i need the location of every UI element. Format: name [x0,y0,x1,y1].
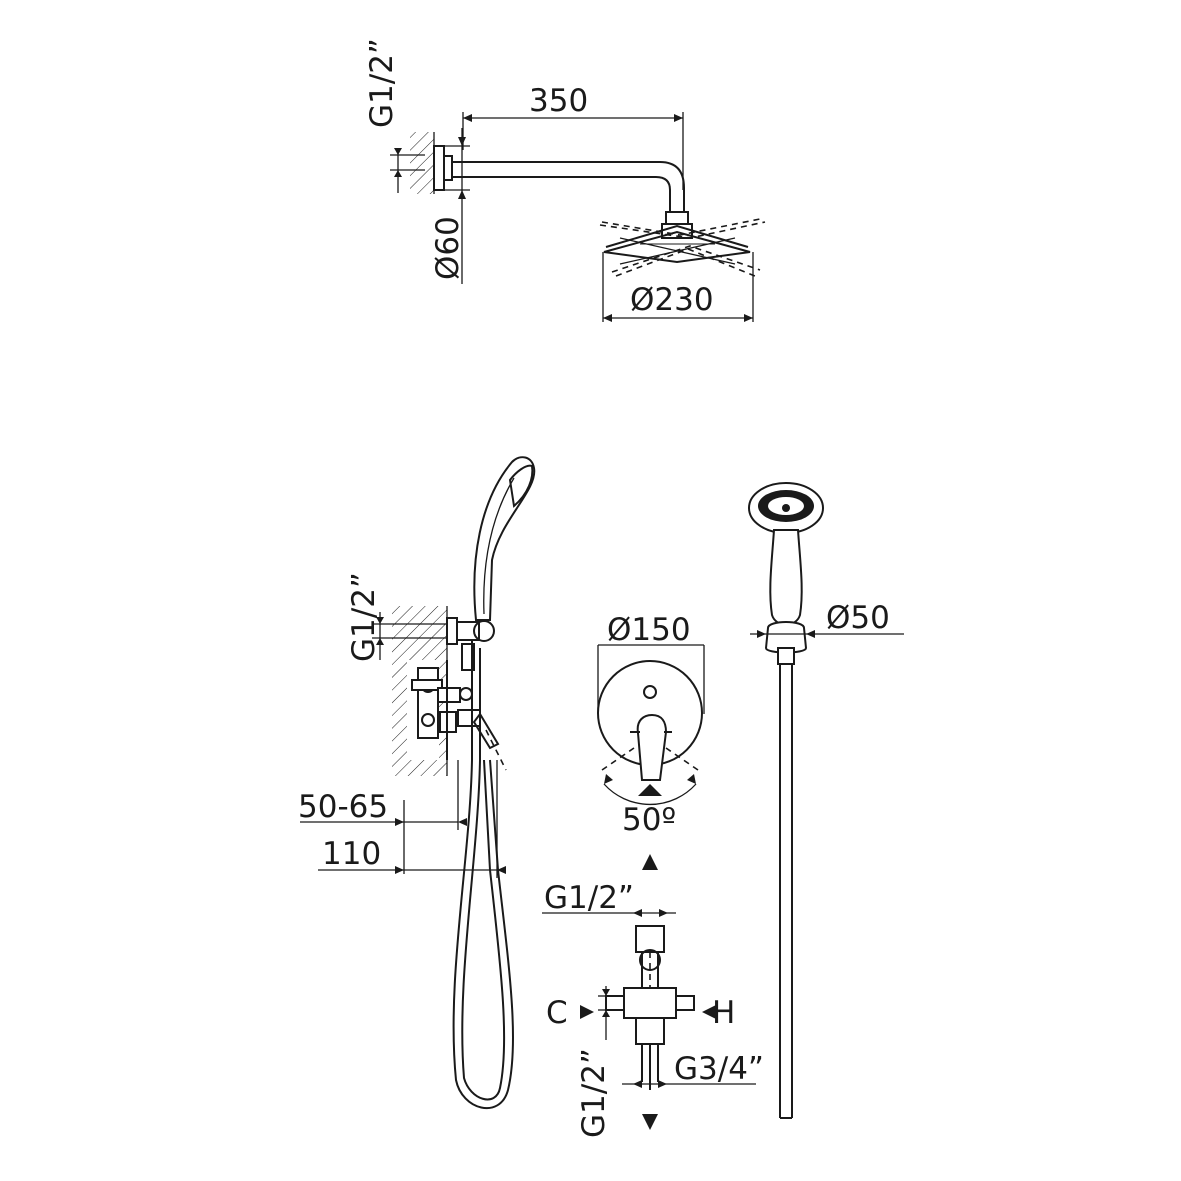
mixer-lever [636,713,668,781]
hot-inlet-label: H [712,995,735,1031]
hot-inlet-arrow [702,1005,716,1019]
concealed-valve-body [411,660,507,771]
outlet-down-arrow [642,1114,658,1130]
valve-schematic: G1/2” C H G1/2” G3/4” [542,854,764,1138]
wall-flange [433,145,445,191]
wall-hatch-top [410,132,434,194]
plate-diameter-label: Ø150 [607,612,691,648]
side-view: G1/2” [298,456,536,1109]
cold-inlet-arrow [580,1005,594,1019]
handle-angle-label: 50º [622,802,676,838]
arm-length-label: 350 [529,83,588,119]
rain-shower-head [599,218,766,277]
head-diameter-label: Ø230 [630,282,714,318]
shower-hose-side [452,640,514,1109]
outlet-up-arrow [642,854,658,870]
flange-diameter-label: Ø60 [430,216,466,280]
valve-side-thread-label: G1/2” [576,1048,612,1138]
wall-outlet [446,617,458,645]
shower-arm [452,161,685,212]
head-connector [665,211,689,225]
hand-shower-handle-front [769,529,803,626]
valve-top-thread-label: G1/2” [544,880,634,916]
top-inlet-thread-label: G1/2” [364,38,400,128]
cold-inlet-label: C [546,995,568,1031]
wall-plate-front-view: Ø150 50º [597,612,705,838]
depth-total-label: 110 [322,836,381,872]
overhead-shower-view: G1/2” Ø60 350 [364,38,766,322]
hand-shower-side [473,456,536,621]
diverter-button [643,685,657,699]
hand-shower-front-view: Ø50 [748,482,904,1119]
holder-front [764,621,808,654]
holder-diameter-label: Ø50 [826,600,890,636]
depth-range-label: 50-65 [298,789,388,825]
wall-inlet-thread-label: G1/2” [346,572,382,662]
valve-bottom-outlet-label: G3/4” [674,1051,764,1087]
